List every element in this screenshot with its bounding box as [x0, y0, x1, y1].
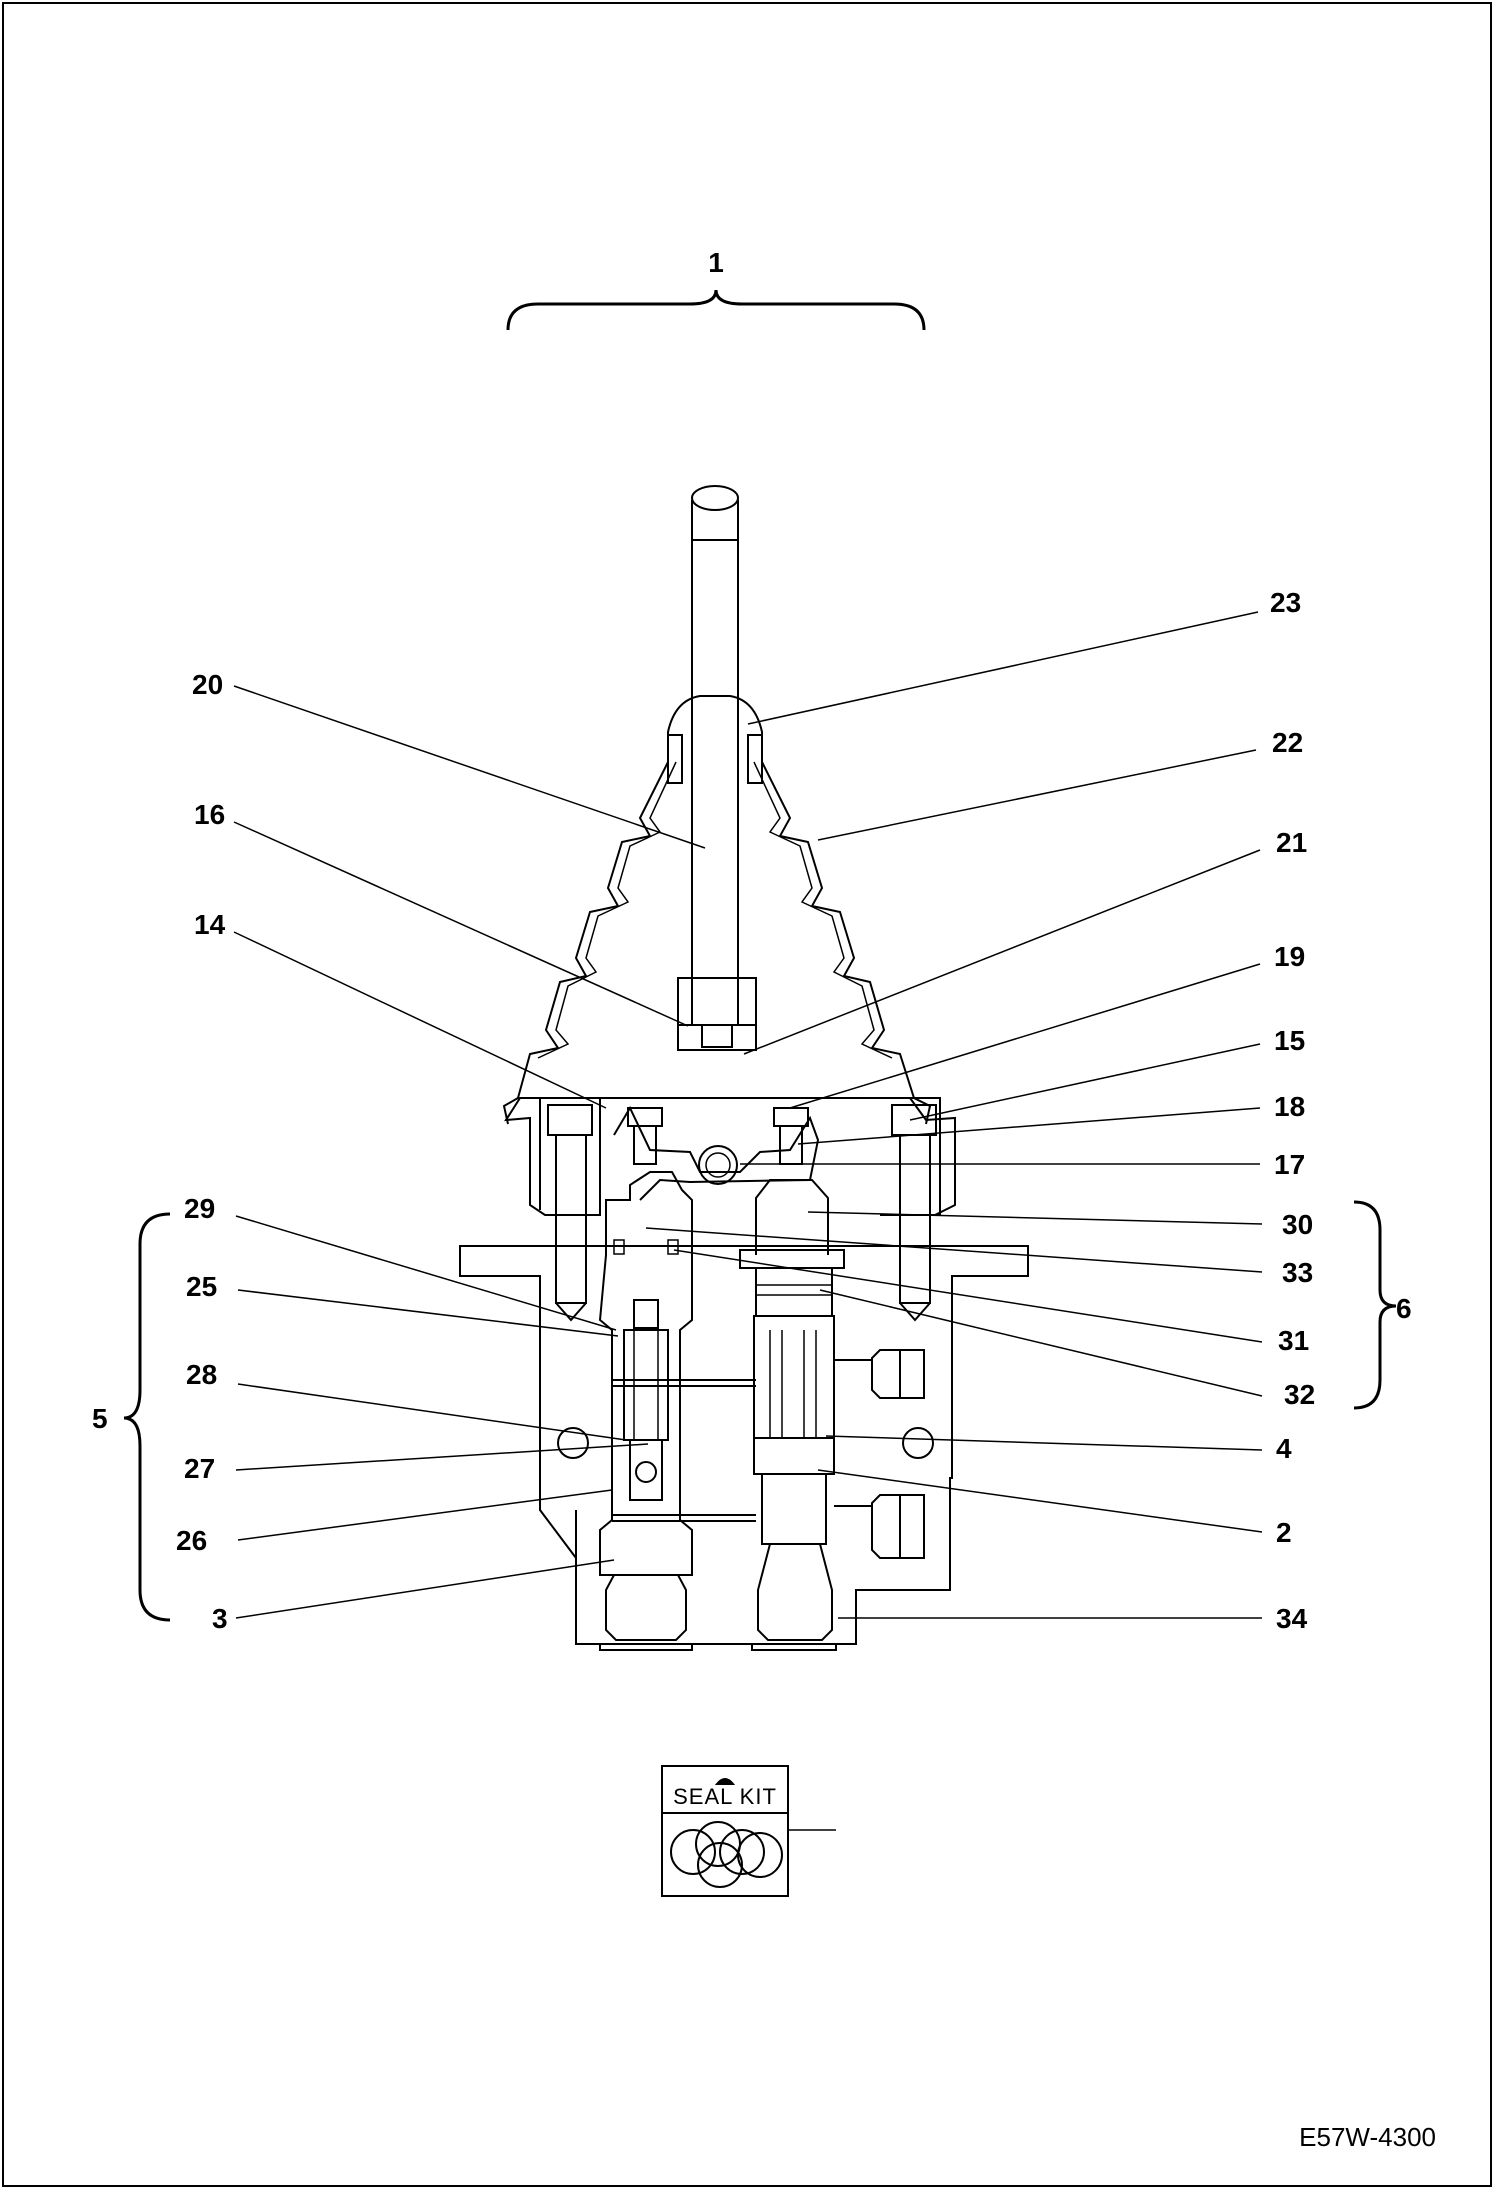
mount-hole-right: [902, 1427, 934, 1459]
spool-left: [598, 1171, 756, 1651]
callout-14: 14: [194, 909, 226, 940]
callout-29: 30: [1282, 1209, 1313, 1240]
adjust-nut-right: [773, 1107, 809, 1165]
callout-31: 32: [1284, 1379, 1315, 1410]
adjust-nut-left: [627, 1107, 663, 1165]
leader-lines: [233, 611, 1263, 1831]
lever-assembly: [667, 485, 763, 1051]
callout-27: 28: [186, 1359, 217, 1390]
callout-25: 26: [176, 1525, 207, 1556]
callout-30: 31: [1278, 1325, 1309, 1356]
callout-17: 17: [1274, 1149, 1305, 1180]
callout-21: 21: [1276, 827, 1307, 858]
callout-6: 6: [1396, 1293, 1412, 1324]
callout-3: 3: [212, 1603, 228, 1634]
hanger-tab-icon: [714, 1778, 736, 1785]
brace-group-6: [1353, 1200, 1397, 1410]
callout-19: 19: [1274, 941, 1305, 972]
callout-22: 22: [1272, 727, 1303, 758]
callout-28: 29: [184, 1193, 215, 1224]
callout-2: 2: [1276, 1517, 1292, 1548]
brace-group-5: [123, 1212, 171, 1622]
mount-hole-left: [557, 1427, 589, 1459]
callout-15: 15: [1274, 1025, 1305, 1056]
bolt-left: [547, 1104, 593, 1322]
seal-kit-label: SEAL KIT: [673, 1784, 777, 1809]
callout-16: 16: [194, 799, 225, 830]
upper-plate: [504, 1097, 956, 1216]
cam-plate: [613, 1105, 820, 1201]
callout-24: 25: [186, 1271, 217, 1302]
callout-32: 33: [1282, 1257, 1313, 1288]
port-lower: [834, 1494, 925, 1559]
spool-right: [739, 1179, 845, 1651]
rubber-boot: [502, 761, 932, 1125]
callout-20: 20: [192, 669, 223, 700]
port-upper: [834, 1349, 925, 1399]
callout-26: 27: [184, 1453, 215, 1484]
callout-5: 5: [92, 1403, 108, 1434]
callout-23: 23: [1270, 587, 1301, 618]
drawing-code: E57W-4300: [1299, 2122, 1436, 2152]
seal-kit-box: [661, 1765, 789, 1897]
valve-body: [459, 1245, 1029, 1645]
callout-33: 34: [1276, 1603, 1308, 1634]
callout-4: 4: [1276, 1433, 1292, 1464]
callout-18: 18: [1274, 1091, 1305, 1122]
callout-1: 1: [708, 247, 724, 278]
brace-group-1: [506, 289, 926, 331]
